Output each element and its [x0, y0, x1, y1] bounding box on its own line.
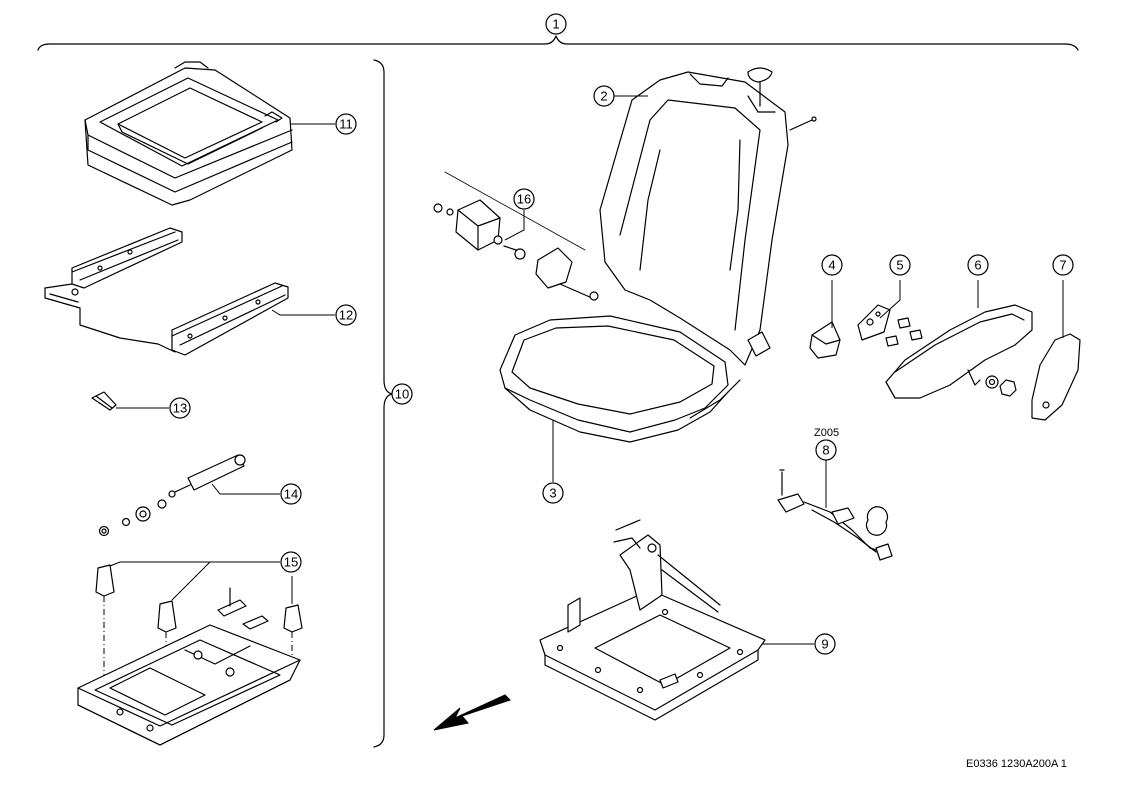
callout-7: 7 [1052, 254, 1074, 276]
callout-14: 14 [280, 483, 302, 505]
top-assembly-brace [37, 35, 1079, 51]
backrest-part [599, 67, 817, 366]
svg-text:16: 16 [517, 192, 531, 207]
svg-text:7: 7 [1059, 258, 1066, 273]
figure-code-label: E0336 1230A200A 1 [966, 758, 1067, 770]
callout-1: 1 [545, 13, 567, 35]
seat-cushion-part [84, 61, 293, 206]
svg-text:6: 6 [974, 258, 981, 273]
callout-9: 9 [814, 633, 836, 655]
callout-12: 12 [335, 304, 357, 326]
svg-text:10: 10 [395, 387, 409, 402]
svg-text:8: 8 [822, 443, 829, 458]
bracket-part-4 [809, 321, 841, 359]
callout-10: 10 [391, 383, 413, 405]
front-direction-arrow-icon [433, 694, 511, 731]
slide-rail-part [44, 227, 289, 356]
svg-text:1: 1 [552, 17, 559, 32]
leader-lines [109, 95, 1064, 645]
svg-text:9: 9 [821, 637, 828, 652]
seat-belt-part [433, 171, 599, 301]
svg-text:13: 13 [173, 401, 187, 416]
callout-15: 15 [280, 551, 302, 573]
armrest-part [885, 304, 1033, 399]
seat-bottom-part [499, 315, 741, 443]
svg-text:3: 3 [549, 486, 556, 501]
callout-8: 8 [815, 439, 837, 461]
svg-text:15: 15 [284, 555, 298, 570]
callout-11: 11 [335, 113, 357, 135]
suspension-base-part [77, 564, 303, 746]
callout-5: 5 [889, 254, 911, 276]
z-code-label: Z005 [814, 427, 839, 439]
base-bracket-part [539, 519, 766, 721]
svg-text:12: 12 [339, 308, 353, 323]
svg-text:4: 4 [828, 258, 835, 273]
svg-text:14: 14 [284, 487, 298, 502]
callout-6: 6 [967, 254, 989, 276]
callout-4: 4 [821, 254, 843, 276]
callout-3: 3 [542, 482, 564, 504]
left-group-brace [373, 59, 393, 748]
gas-spring-part [98, 454, 246, 537]
svg-text:11: 11 [339, 117, 353, 132]
callout-2: 2 [593, 85, 615, 107]
svg-text:2: 2 [600, 89, 607, 104]
plate-bolts-part [857, 304, 923, 347]
callout-16: 16 [513, 188, 535, 210]
svg-text:5: 5 [896, 258, 903, 273]
side-cover-part [1031, 333, 1081, 421]
wire-harness-part [777, 469, 893, 561]
callout-13: 13 [169, 397, 191, 419]
clip-part [91, 391, 117, 411]
